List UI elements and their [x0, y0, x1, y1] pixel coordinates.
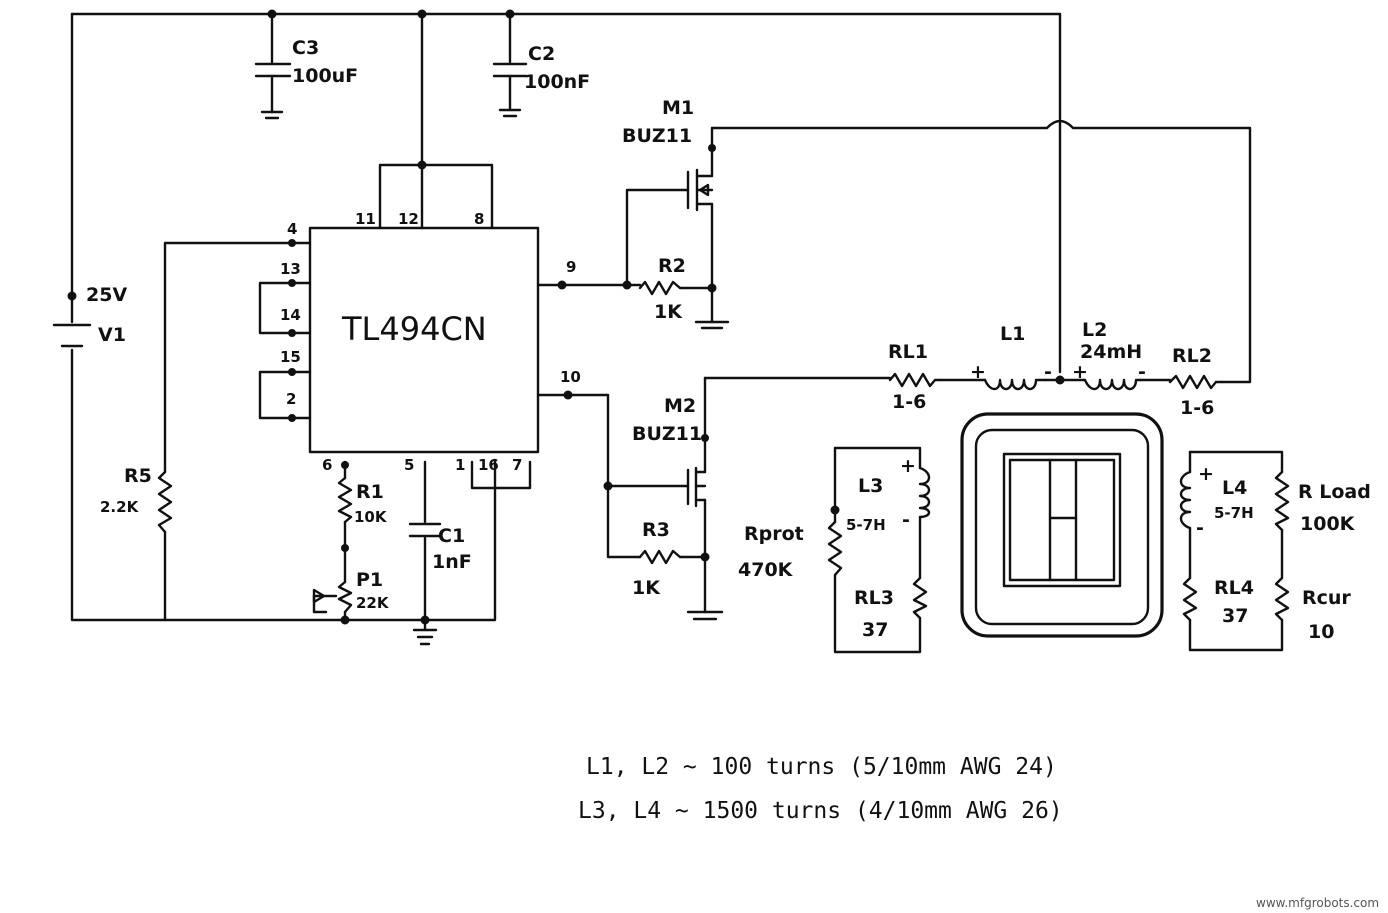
- l2-plus: +: [1072, 361, 1088, 383]
- resistor-r3: R3 1K: [632, 519, 682, 599]
- rl1-value: 1-6: [892, 391, 926, 413]
- l1-minus: -: [1044, 361, 1052, 383]
- c2-value: 100nF: [524, 71, 590, 93]
- inductor-l3: L3 5-7H + -: [846, 455, 931, 534]
- supply-voltage: 25V: [86, 284, 127, 306]
- ic-pin-16: 16: [478, 456, 499, 474]
- l3-value: 5-7H: [846, 516, 886, 534]
- capacitor-c1: C1 1nF: [408, 522, 472, 646]
- ic-pin-2: 2: [286, 390, 296, 408]
- l2-value: 24mH: [1080, 341, 1142, 363]
- l3-plus: +: [900, 455, 916, 477]
- resistor-r2: R2 1K: [638, 255, 686, 323]
- ic-label: TL494CN: [341, 310, 487, 348]
- rl3-value: 37: [862, 619, 888, 641]
- ic-pin-13: 13: [280, 260, 301, 278]
- m2-part: BUZ11: [632, 423, 702, 445]
- ic-pin-9: 9: [566, 258, 576, 276]
- l3-minus: -: [902, 509, 910, 531]
- c3-value: 100uF: [292, 65, 358, 87]
- resistor-rl3: RL3 37: [854, 576, 928, 641]
- l1-ref: L1: [1000, 323, 1025, 345]
- r3-ref: R3: [642, 519, 670, 541]
- ic-pin-4: 4: [287, 220, 297, 238]
- watermark: www.mfgrobots.com: [1256, 896, 1379, 910]
- r2-ref: R2: [658, 255, 686, 277]
- rl1-ref: RL1: [888, 341, 928, 363]
- capacitor-c2: C2 100nF: [492, 43, 590, 118]
- ic-pin-8: 8: [474, 210, 484, 228]
- rload-ref: R Load: [1298, 481, 1371, 503]
- wires: [70, 12, 1284, 654]
- r1-value: 10K: [354, 508, 388, 526]
- m2-ref: M2: [664, 395, 696, 417]
- ic-pin-14: 14: [280, 306, 301, 324]
- rl3-ref: RL3: [854, 587, 894, 609]
- r2-value: 1K: [654, 301, 683, 323]
- r3-value: 1K: [632, 577, 661, 599]
- ic-pin-1: 1: [455, 456, 465, 474]
- inductor-l4: L4 5-7H + -: [1179, 463, 1254, 539]
- inductor-l1: L1 + -: [970, 323, 1052, 391]
- winding-notes: L1, L2 ~ 100 turns (5/10mm AWG 24) L3, L…: [578, 754, 1063, 824]
- mosfet-m1: M1 BUZ11: [622, 97, 730, 330]
- m1-ref: M1: [662, 97, 694, 119]
- ic-pin-5: 5: [404, 456, 414, 474]
- m1-part: BUZ11: [622, 125, 692, 147]
- resistor-rcur: Rcur 10: [1274, 576, 1351, 643]
- ic-pin-15: 15: [280, 348, 301, 366]
- note-line-2: L3, L4 ~ 1500 turns (4/10mm AWG 26): [578, 798, 1063, 824]
- capacitor-c3: C3 100uF: [254, 37, 358, 120]
- p1-ref: P1: [356, 569, 383, 591]
- r1-ref: R1: [356, 481, 384, 503]
- l2-ref: L2: [1082, 319, 1107, 341]
- rl4-ref: RL4: [1214, 577, 1254, 599]
- supply-name: V1: [98, 324, 126, 346]
- resistor-rl4: RL4 37: [1182, 576, 1254, 627]
- rcur-ref: Rcur: [1302, 587, 1351, 609]
- resistor-r1: R1 10K: [337, 476, 388, 526]
- l3-ref: L3: [858, 475, 883, 497]
- ic-pin-10: 10: [560, 368, 581, 386]
- rprot-ref: Rprot: [744, 523, 804, 545]
- resistor-rl2: RL2 1-6: [1168, 345, 1224, 419]
- transformer-core-icon: [960, 412, 1164, 638]
- rl2-value: 1-6: [1180, 397, 1214, 419]
- inductor-l2: L2 24mH + -: [1072, 319, 1146, 391]
- r5-value: 2.2K: [100, 498, 140, 516]
- rload-value: 100K: [1300, 513, 1356, 535]
- l1-plus: +: [970, 361, 986, 383]
- resistor-r5: R5 2.2K: [100, 465, 173, 534]
- ic-pin-7: 7: [512, 456, 522, 474]
- battery-v1: 25V V1: [52, 284, 127, 348]
- l4-value: 5-7H: [1214, 504, 1254, 522]
- resistor-rprot: Rprot 470K: [738, 520, 843, 581]
- junction-dots: [67, 9, 1065, 625]
- ic-tl494cn: TL494CN 4 13 14 15 2 11 12 8 6 5 1 16 7 …: [280, 210, 581, 474]
- mosfet-m2: M2 BUZ11: [632, 395, 724, 621]
- l4-ref: L4: [1222, 477, 1247, 499]
- rcur-value: 10: [1308, 621, 1334, 643]
- c2-ref: C2: [528, 43, 555, 65]
- rprot-value: 470K: [738, 559, 794, 581]
- rl2-ref: RL2: [1172, 345, 1212, 367]
- ic-pin-11: 11: [355, 210, 376, 228]
- c1-ref: C1: [438, 525, 465, 547]
- p1-value: 22K: [356, 594, 390, 612]
- c3-ref: C3: [292, 37, 319, 59]
- rl4-value: 37: [1222, 605, 1248, 627]
- note-line-1: L1, L2 ~ 100 turns (5/10mm AWG 24): [586, 754, 1057, 780]
- potentiometer-p1: P1 22K: [312, 569, 390, 614]
- r5-ref: R5: [124, 465, 152, 487]
- l4-minus: -: [1196, 517, 1204, 539]
- resistor-rl1: RL1 1-6: [888, 341, 942, 413]
- ic-pin-12: 12: [398, 210, 419, 228]
- c1-value: 1nF: [432, 551, 472, 573]
- l4-plus: +: [1198, 463, 1214, 485]
- ic-pin-6: 6: [322, 456, 332, 474]
- l2-minus: -: [1138, 361, 1146, 383]
- resistor-rload: R Load 100K: [1274, 470, 1371, 535]
